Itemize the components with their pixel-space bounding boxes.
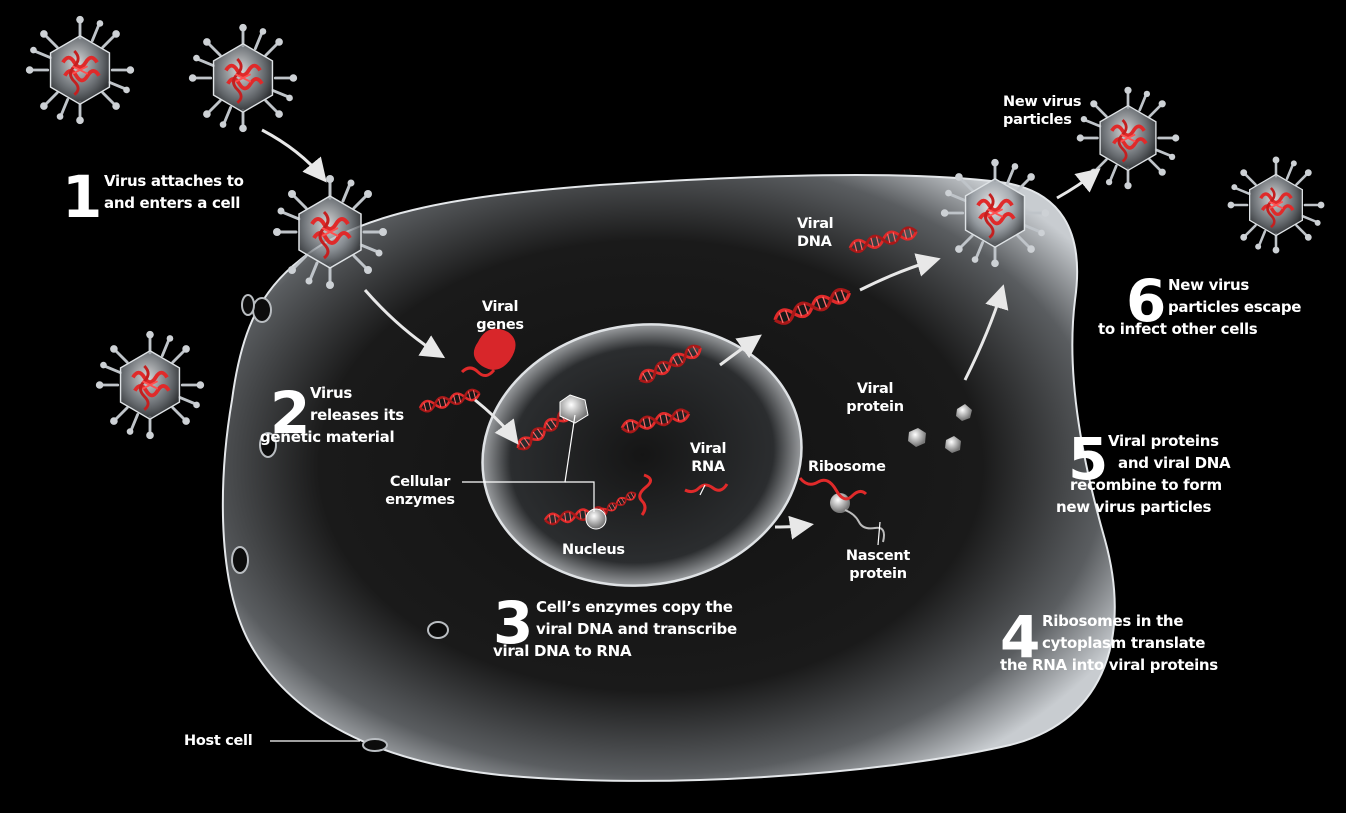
virus-particle-entering — [273, 175, 387, 289]
step-3-line-2: viral DNA and transcribe — [536, 620, 737, 639]
step-1-number: 1 — [62, 168, 102, 226]
label-new-virus-particles: New virus particles — [1003, 93, 1081, 129]
label-viral-genes-line-2: genes — [470, 316, 530, 334]
virus-particle-budding — [941, 159, 1049, 267]
label-nucleus: Nucleus — [562, 541, 625, 559]
step-1-line-1: Virus attaches to — [104, 172, 244, 191]
label-nascent-protein: Nascent protein — [838, 547, 918, 583]
virus-particle-top — [189, 24, 297, 132]
label-host-cell: Host cell — [184, 732, 252, 750]
step-3-line-1: Cell’s enzymes copy the — [536, 598, 733, 617]
step-4-line-3: the RNA into viral proteins — [1000, 656, 1218, 675]
step-4-line-1: Ribosomes in the — [1042, 612, 1183, 631]
label-viral-genes-line-1: Viral — [470, 298, 530, 316]
label-viral-genes: Viral genes — [470, 298, 530, 334]
step-4-line-2: cytoplasm translate — [1042, 634, 1205, 653]
label-viral-rna: Viral RNA — [688, 440, 728, 476]
label-ribosome: Ribosome — [808, 458, 886, 476]
step-6-line-3: to infect other cells — [1098, 320, 1257, 339]
step-6-line-2: particles escape — [1168, 298, 1301, 317]
label-viral-dna: Viral DNA — [797, 215, 833, 251]
label-cellular-enzymes: Cellular enzymes — [380, 473, 460, 509]
label-nascent-protein-line-1: Nascent — [838, 547, 918, 565]
virus-particle-bottom-left — [96, 331, 204, 439]
label-new-virus-particles-line-2: particles — [1003, 111, 1081, 129]
cellular-enzyme-2 — [586, 509, 606, 529]
label-cellular-enzymes-line-1: Cellular — [380, 473, 460, 491]
label-viral-rna-line-1: Viral — [688, 440, 728, 458]
step-6-line-1: New virus — [1168, 276, 1249, 295]
step-5-line-3: recombine to form — [1070, 476, 1222, 495]
step-3-line-3: viral DNA to RNA — [493, 642, 631, 661]
label-viral-rna-line-2: RNA — [688, 458, 728, 476]
label-viral-dna-line-2: DNA — [797, 233, 833, 251]
label-cellular-enzymes-line-2: enzymes — [380, 491, 460, 509]
step-2-line-3: genetic material — [260, 428, 394, 447]
label-new-virus-particles-line-1: New virus — [1003, 93, 1081, 111]
step-5-line-2: and viral DNA — [1118, 454, 1230, 473]
label-nascent-protein-line-2: protein — [838, 565, 918, 583]
step-2-line-1: Virus — [310, 384, 352, 403]
label-viral-protein-line-1: Viral — [840, 380, 910, 398]
step-2-line-2: releases its — [310, 406, 404, 425]
step-5-line-4: new virus particles — [1056, 498, 1211, 517]
label-viral-protein-line-2: protein — [840, 398, 910, 416]
step-5-line-1: Viral proteins — [1108, 432, 1219, 451]
step-1-line-2: and enters a cell — [104, 194, 240, 213]
label-viral-dna-line-1: Viral — [797, 215, 833, 233]
virus-particle-top-left — [26, 16, 134, 124]
virus-particle-released-2 — [1228, 157, 1325, 254]
label-viral-protein: Viral protein — [840, 380, 910, 416]
